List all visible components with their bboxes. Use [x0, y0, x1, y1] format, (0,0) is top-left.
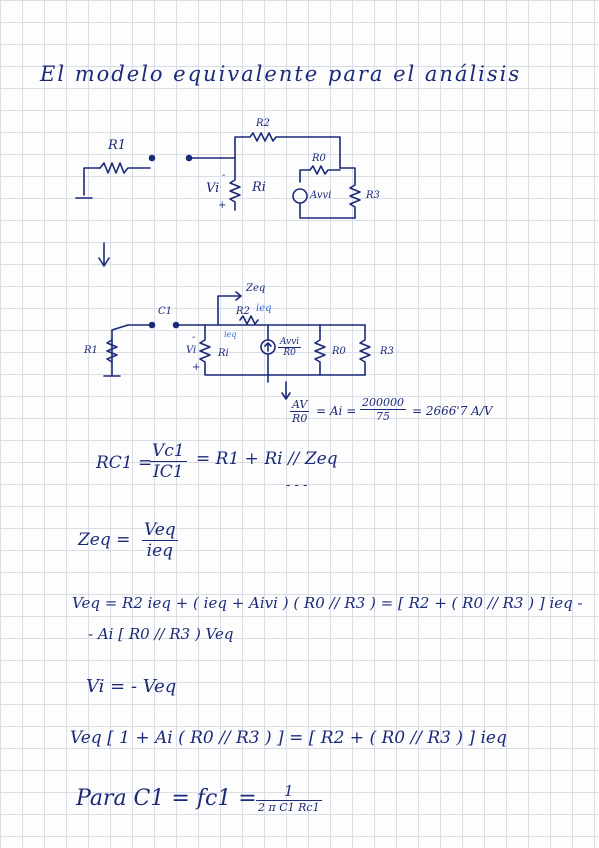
c2-c1-label: C1	[158, 306, 173, 317]
c2-source-den: R0	[283, 348, 296, 358]
c1-r3-label: R3	[366, 190, 380, 201]
ai-lhs-num: AV	[290, 398, 310, 412]
rc1-dashes: - - -	[286, 478, 308, 493]
ai-rhs-num: 200000	[360, 396, 406, 410]
c1-vi-label: Vi	[206, 181, 220, 196]
c1-source-label: Avvi	[310, 190, 332, 201]
c1-ri-label: Ri	[252, 180, 266, 195]
circuit-2-diagram	[103, 291, 371, 383]
c1-lhs: Para C1 = fc1 =	[76, 786, 257, 811]
c2-r0-label: R0	[332, 346, 346, 357]
rc1-frac: Vc1 IC1	[150, 441, 187, 482]
c2-zeq-label: Zeq	[246, 283, 266, 294]
zeq-num: Veq	[142, 520, 178, 541]
ai-rhs-den: 75	[376, 410, 390, 423]
c2-ieq-label: ieq	[256, 303, 272, 314]
zeq-lhs: Zeq =	[78, 530, 131, 550]
c2-source-frac: Avvi R0	[278, 337, 302, 358]
ai-lhs-den: R0	[292, 412, 308, 425]
zeq-den: ieq	[146, 541, 174, 561]
c2-r3-label: R3	[380, 346, 394, 357]
c1-r1-label: R1	[108, 138, 127, 153]
ai-rhs-frac: 200000 75	[360, 396, 406, 423]
circuit-1-diagram	[75, 132, 361, 219]
transition-arrow	[98, 242, 110, 267]
vi-equation: Vi = - Veq	[86, 676, 177, 697]
veq-line-2: - Ai [ R0 // R3 ) Veq	[88, 625, 234, 643]
c1-num: 1	[256, 782, 322, 801]
c1-den: 2 π C1 Rc1	[258, 801, 320, 814]
c2-vi-label: Vi	[186, 345, 197, 356]
ai-arrow	[281, 381, 291, 400]
c1-frac: 1 2 π C1 Rc1	[256, 782, 322, 814]
ai-result: = 2666'7 A/V	[412, 404, 493, 418]
c2-ri-label: Ri	[218, 348, 229, 359]
rc1-den: IC1	[153, 462, 184, 482]
c2-r1-label: R1	[84, 345, 98, 356]
c1-vi-plus: +	[218, 200, 227, 211]
c2-r2-label: R2	[236, 306, 250, 317]
c1-r0-label: R0	[312, 153, 326, 164]
final-equation: Veq [ 1 + Ai ( R0 // R3 ) ] = [ R2 + ( R…	[70, 728, 507, 748]
ai-lhs-frac: AV R0	[290, 398, 310, 425]
veq-line-1: Veq = R2 ieq + ( ieq + Aivi ) ( R0 // R3…	[72, 594, 583, 612]
c2-source-num: Avvi	[278, 337, 302, 348]
c2-ieq2-label: ieq	[224, 330, 237, 339]
rc1-num: Vc1	[150, 441, 187, 462]
rc1-lhs: RC1 =	[96, 453, 153, 473]
c1-r2-label: R2	[256, 118, 270, 129]
c2-vi-plus: +	[192, 362, 201, 373]
c2-vi-minus: -	[192, 332, 196, 343]
c1-vi-minus: -	[222, 170, 226, 181]
ai-mid: = Ai =	[316, 404, 357, 418]
page-heading: El modelo equivalente para el análisis	[40, 62, 522, 86]
rc1-rhs: = R1 + Ri // Zeq	[196, 449, 338, 469]
zeq-frac: Veq ieq	[142, 520, 178, 561]
